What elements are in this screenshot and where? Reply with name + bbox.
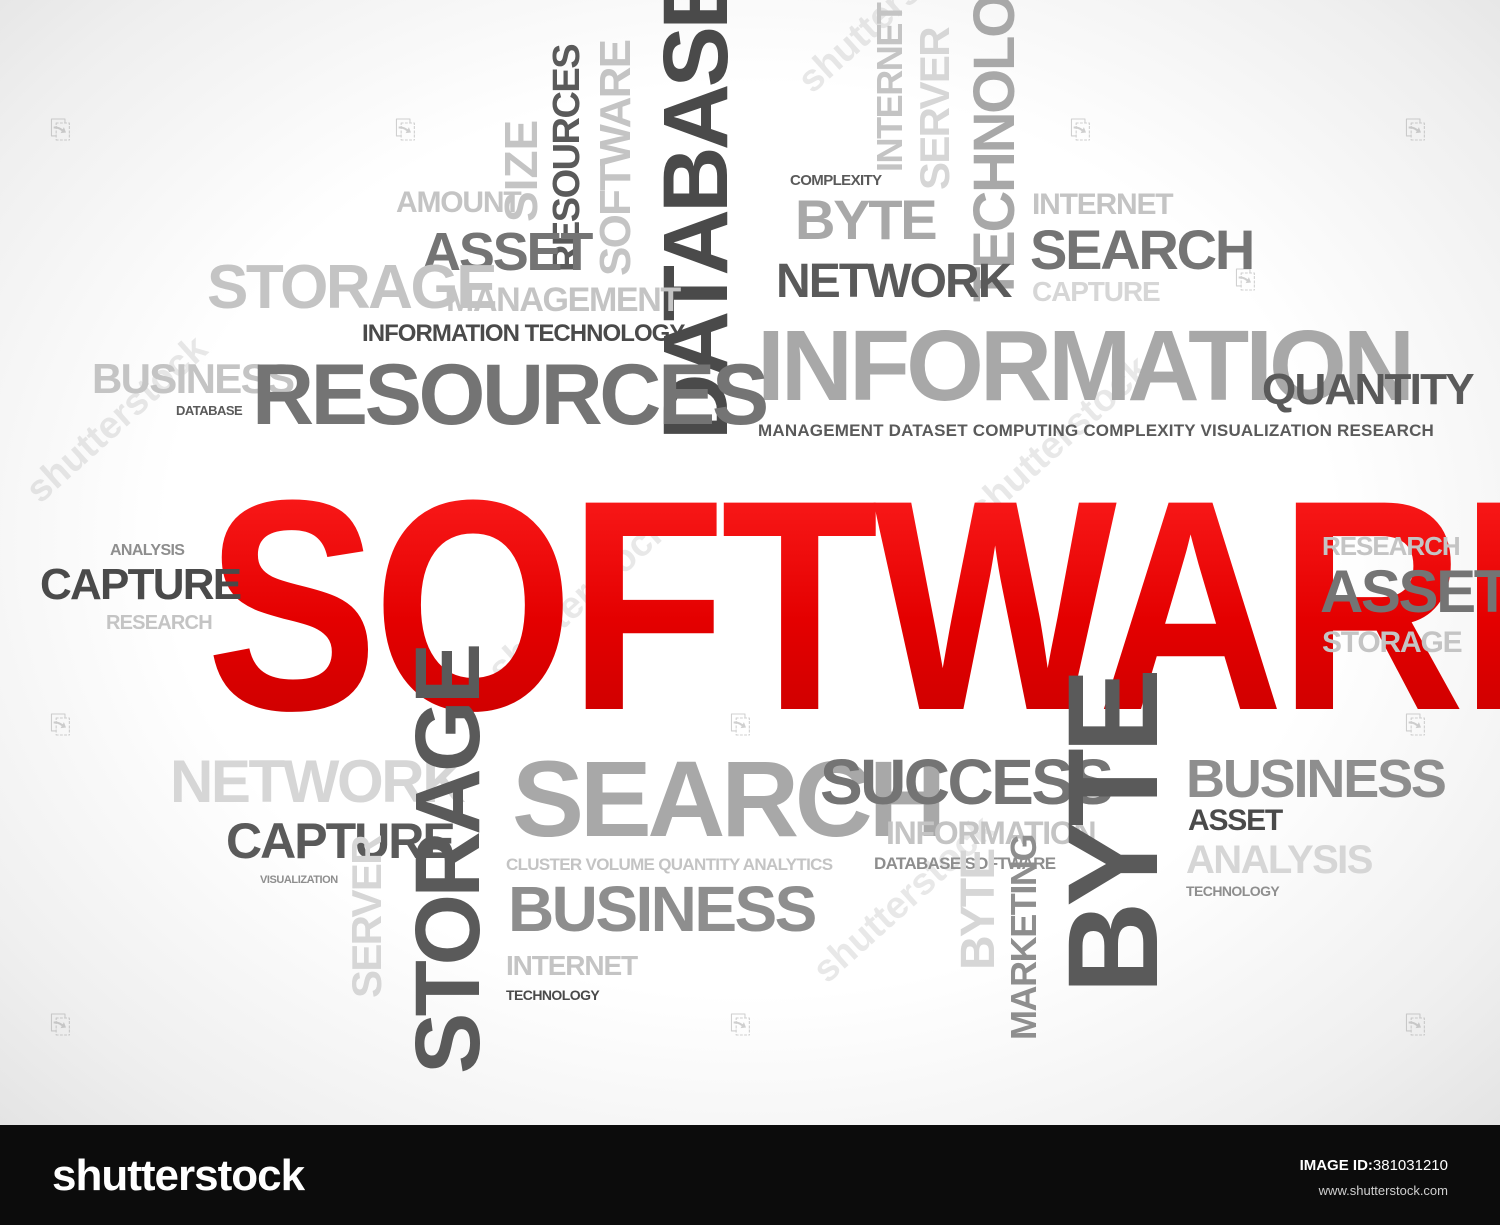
cloud-word: CAPTURE <box>226 813 456 869</box>
cloud-word: STORAGE <box>397 646 499 1074</box>
cloud-word: INFORMATION TECHNOLOGY <box>362 320 685 347</box>
cloud-word: RESEARCH <box>1322 531 1461 561</box>
cloud-word: TECHNOLOGY <box>1186 883 1280 899</box>
cloud-word: INFORMATION <box>757 310 1415 422</box>
image-id-label: IMAGE ID: <box>1299 1157 1373 1174</box>
image-id-value: 381031210 <box>1372 1157 1448 1174</box>
cloud-word: BYTE <box>1042 673 1185 994</box>
shutterstock-logo-icon: ⎘ <box>1405 1010 1426 1040</box>
cloud-word: CAPTURE <box>1032 276 1161 307</box>
cloud-word: BYTE <box>795 188 938 251</box>
cloud-word: SEARCH <box>1030 218 1255 281</box>
shutterstock-logo-icon: ⎘ <box>1235 265 1256 295</box>
shutterstock-logo-icon: ⎘ <box>50 710 71 740</box>
cloud-word: AMOUNT <box>396 186 522 219</box>
cloud-word: SERVER <box>911 28 958 190</box>
cloud-word: SERVER <box>343 836 390 998</box>
cloud-word: SOFTWARE <box>591 40 640 276</box>
cloud-word: INTERNET <box>1032 188 1174 221</box>
cloud-word: CAPTURE <box>40 560 242 609</box>
shutterstock-logo-icon: ⎘ <box>730 1010 751 1040</box>
cloud-word: CLUSTER VOLUME QUANTITY ANALYTICS <box>506 855 833 874</box>
cloud-word: TECHNOLOGY <box>506 987 600 1003</box>
cloud-word: ASSET <box>1188 804 1283 837</box>
cloud-word: INTERNET <box>506 950 638 981</box>
cloud-word: ANALYSIS <box>1186 838 1373 882</box>
cloud-word: BYTE <box>952 849 1005 970</box>
cloud-word: COMPLEXITY <box>790 172 882 189</box>
cloud-word: DATABASE <box>176 403 243 418</box>
cloud-word: STORAGE <box>1322 626 1463 659</box>
main-word-software: SOFTWARE <box>206 455 1500 755</box>
image-id: IMAGE ID:381031210 <box>1300 1157 1448 1174</box>
cloud-word: ASSET <box>422 222 593 282</box>
shutterstock-logo-icon: ⎘ <box>50 1010 71 1040</box>
cloud-word: RESOURCES <box>252 347 769 443</box>
cloud-word: STORAGE <box>207 253 498 322</box>
cloud-word: MANAGEMENT <box>446 281 681 319</box>
shutterstock-logo-icon: ⎘ <box>1405 710 1426 741</box>
word-cloud-canvas: shutterstock shutterstock shutterstock s… <box>0 0 1500 1125</box>
cloud-word: NETWORK <box>776 255 1012 308</box>
cloud-word: SIZE <box>495 119 547 222</box>
shutterstock-logo-icon: ⎘ <box>730 710 751 741</box>
cloud-word: BUSINESS <box>508 873 817 945</box>
brand-logo: shutterstock <box>52 1151 305 1200</box>
cloud-word: NETWORK <box>170 748 466 815</box>
cloud-word: SUCCESS <box>820 746 1114 818</box>
cloud-word: ASSET <box>1320 558 1500 625</box>
cloud-word: VISUALIZATION <box>260 874 338 886</box>
shutterstock-logo-icon: ⎘ <box>50 115 71 145</box>
cloud-word: SEARCH <box>512 738 946 859</box>
cloud-word: BUSINESS <box>1186 749 1447 809</box>
site-url: www.shutterstock.com <box>1318 1183 1448 1198</box>
cloud-word: MANAGEMENT DATASET COMPUTING COMPLEXITY … <box>758 421 1435 440</box>
shutterstock-logo-icon: ⎘ <box>1070 115 1091 145</box>
footer-bar: shutterstock IMAGE ID:381031210 www.shut… <box>0 1125 1500 1225</box>
cloud-word: INFORMATION <box>886 815 1097 851</box>
cloud-word: INTERNET <box>869 3 910 172</box>
shutterstock-logo-icon: ⎘ <box>1405 115 1426 145</box>
cloud-word: QUANTITY <box>1262 365 1475 414</box>
cloud-word: ANALYSIS <box>110 542 185 559</box>
cloud-word: BUSINESS <box>92 355 295 402</box>
cloud-word: RESEARCH <box>106 612 213 634</box>
cloud-word: MARKETING <box>1003 834 1044 1040</box>
shutterstock-logo-icon: ⎘ <box>395 115 416 145</box>
cloud-word: DATABASE SOFTWARE <box>874 854 1056 873</box>
